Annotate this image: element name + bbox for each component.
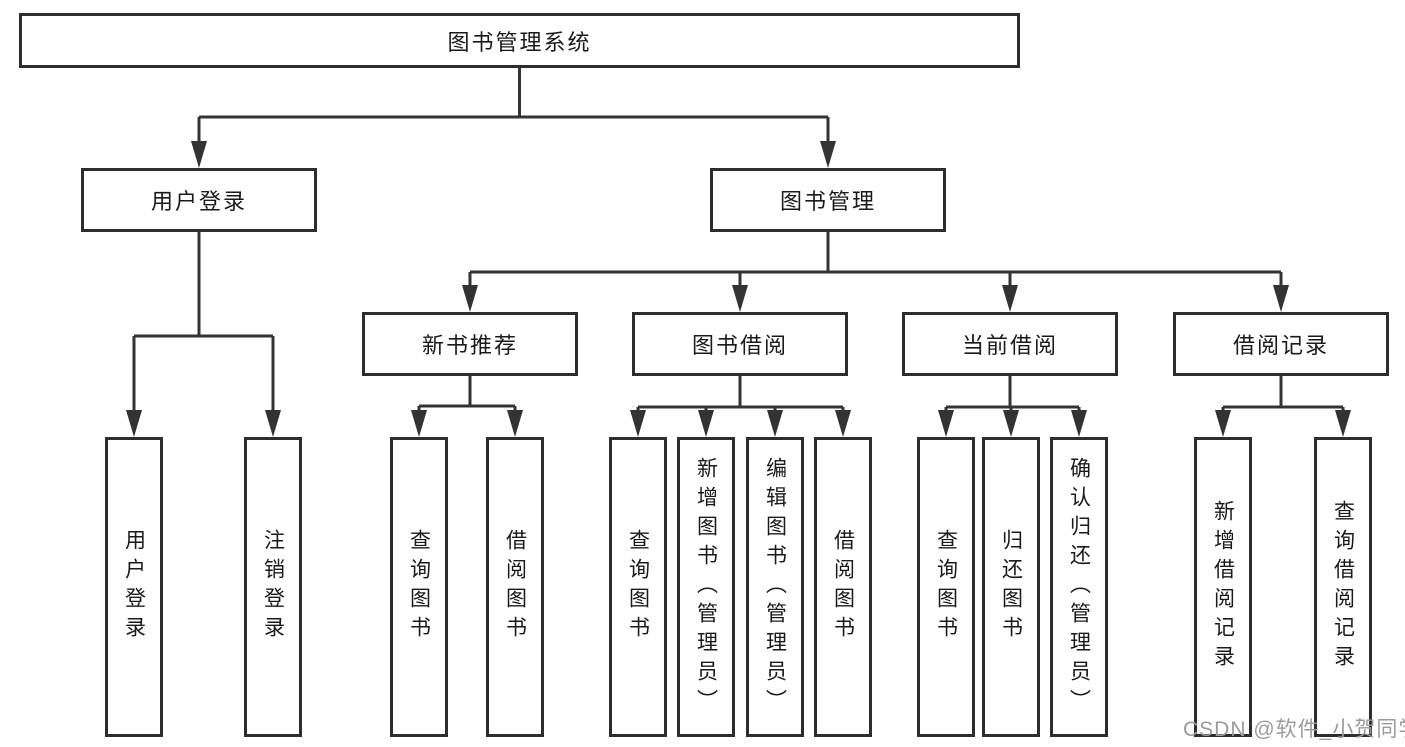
connector-records-to-leaves — [1221, 376, 1345, 413]
node-user-login: 用户登录 — [81, 168, 317, 232]
arrow-icon — [1215, 410, 1231, 437]
watermark: CSDN @软件_小贺同学 — [1183, 718, 1405, 741]
connector-userlogin-to-leaves — [132, 232, 275, 413]
connector-current-to-leaves — [944, 376, 1081, 413]
arrow-icon — [767, 410, 783, 437]
arrow-icon — [1335, 410, 1351, 437]
node-new-book-recommend: 新书推荐 — [362, 312, 578, 376]
arrow-icon — [1003, 410, 1019, 437]
arrow-icon — [1002, 285, 1018, 312]
leaf-logout: 注销登录 — [244, 437, 302, 737]
leaf-confirm-return-admin: 确认归还（管理员） — [1050, 437, 1108, 737]
leaf-edit-book-admin: 编辑图书（管理员） — [746, 437, 804, 737]
arrow-icon — [1071, 410, 1087, 437]
leaf-borrow-book-recommend: 借阅图书 — [486, 437, 544, 737]
arrow-icon — [507, 410, 523, 437]
arrow-icon — [630, 410, 646, 437]
arrow-icon — [462, 285, 478, 312]
arrow-icon — [191, 141, 207, 168]
node-book-borrow: 图书借阅 — [632, 312, 848, 376]
node-current-borrow: 当前借阅 — [902, 312, 1118, 376]
leaf-borrow-book: 借阅图书 — [814, 437, 872, 737]
arrow-icon — [126, 410, 142, 437]
arrow-icon — [411, 410, 427, 437]
node-borrow-records: 借阅记录 — [1173, 312, 1389, 376]
leaf-query-book-current: 查询图书 — [917, 437, 975, 737]
arrow-icon — [835, 410, 851, 437]
leaf-add-book-admin: 新增图书（管理员） — [677, 437, 735, 737]
leaf-add-borrow-record: 新增借阅记录 — [1194, 437, 1252, 737]
leaf-query-borrow-record: 查询借阅记录 — [1314, 437, 1372, 737]
leaf-query-book-borrow: 查询图书 — [609, 437, 667, 737]
arrow-icon — [938, 410, 954, 437]
connector-root-to-level2 — [197, 68, 830, 143]
connector-borrow-to-leaves — [636, 376, 845, 413]
leaf-query-book-recommend: 查询图书 — [390, 437, 448, 737]
connector-recommend-to-leaves — [417, 376, 517, 413]
arrowheads — [126, 141, 1351, 437]
node-root-system: 图书管理系统 — [19, 13, 1020, 68]
arrow-icon — [820, 141, 836, 168]
arrow-icon — [1273, 285, 1289, 312]
arrow-icon — [698, 410, 714, 437]
leaf-return-book: 归还图书 — [982, 437, 1040, 737]
connector-bookmgmt-to-level3 — [468, 232, 1283, 288]
arrow-icon — [265, 410, 281, 437]
node-book-management: 图书管理 — [710, 168, 946, 232]
leaf-user-login: 用户登录 — [105, 437, 163, 737]
arrow-icon — [732, 285, 748, 312]
